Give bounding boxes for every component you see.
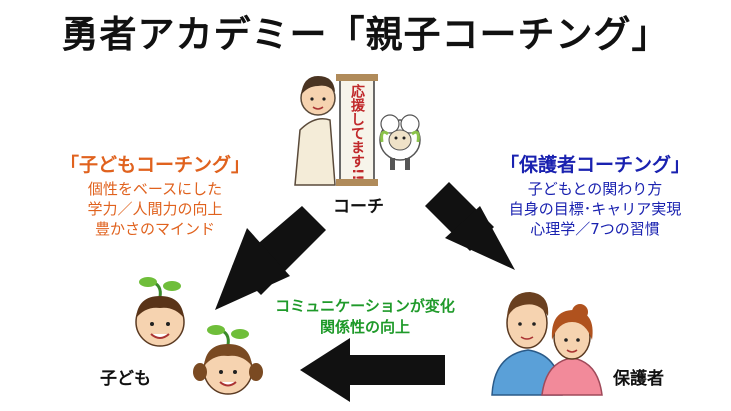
parent-label: 保護者 bbox=[613, 369, 664, 389]
coach-label: コーチ bbox=[333, 197, 384, 217]
child-coaching-heading: 「子どもコーチング」 bbox=[59, 154, 250, 176]
child-coaching-line: 個性をベースにした bbox=[87, 180, 223, 198]
parent-coaching-heading: 「保護者コーチング」 bbox=[499, 154, 690, 176]
child-label: 子ども bbox=[100, 369, 151, 389]
child-girl-illustration bbox=[193, 325, 263, 395]
arrow-coach-to-child bbox=[215, 206, 326, 310]
page-title: 勇者アカデミー「親子コーチング」 bbox=[61, 13, 670, 56]
relationship-line: 関係性の向上 bbox=[319, 318, 410, 336]
child-coaching-line: 豊かさのマインド bbox=[94, 220, 215, 238]
parents-illustration bbox=[491, 292, 603, 396]
parent-coaching-block: 「保護者コーチング」 子どもとの関わり方 自身の目標･キャリア実現 心理学／7つ… bbox=[470, 150, 720, 239]
parent-coaching-line: 子どもとの関わり方 bbox=[527, 180, 663, 198]
relationship-line: コミュニケーションが変化 bbox=[275, 297, 455, 315]
child-boy-illustration bbox=[135, 277, 185, 347]
parent-coaching-line: 心理学／7つの習慣 bbox=[530, 220, 660, 238]
coach-illustration bbox=[294, 74, 421, 186]
arrow-parent-to-child bbox=[300, 338, 445, 402]
parent-coaching-line: 自身の目標･キャリア実現 bbox=[508, 200, 682, 218]
child-coaching-block: 「子どもコーチング」 個性をベースにした 学力／人間力の向上 豊かさのマインド bbox=[30, 150, 280, 239]
relationship-block: コミュニケーションが変化 関係性の向上 bbox=[245, 296, 485, 338]
child-coaching-line: 学力／人間力の向上 bbox=[87, 200, 223, 218]
arrow-coach-to-parent bbox=[425, 182, 515, 270]
coach-banner-text: 応援してます!! bbox=[349, 84, 365, 181]
